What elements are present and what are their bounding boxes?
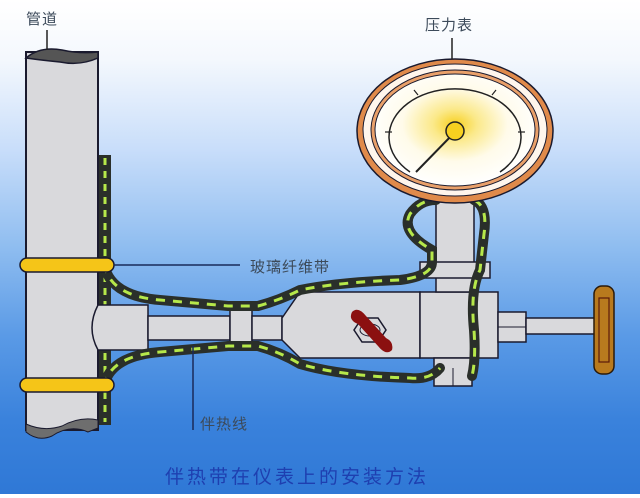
- gauge-needle: [415, 131, 456, 173]
- branch-pipe: [147, 315, 231, 341]
- pipe-bottom-cut: [25, 418, 99, 439]
- valve-body: [281, 291, 499, 387]
- gauge-stem: [419, 195, 491, 293]
- pipe-top-cut: [24, 48, 99, 65]
- fiberglass-tape-label: 玻璃纤维带: [250, 258, 331, 276]
- pressure-gauge: [356, 58, 554, 204]
- lower-band: [19, 377, 115, 393]
- heat-tracing-cable-vertical: [99, 155, 111, 425]
- gauge-clamp: [419, 261, 491, 279]
- gauge-hub: [445, 121, 465, 141]
- pipe-label: 管道: [26, 10, 59, 28]
- valve-handle: [497, 285, 615, 375]
- branch-tee: [91, 304, 283, 351]
- heat-tracing-cable-label: 伴热线: [200, 415, 249, 433]
- upper-band: [19, 257, 115, 273]
- pipe: [24, 48, 99, 439]
- heat-tracing-cable: [99, 195, 490, 391]
- diagram-caption: 伴热带在仪表上的安装方法: [165, 466, 430, 488]
- pressure-gauge-label: 压力表: [425, 16, 474, 34]
- t-handle[interactable]: [593, 285, 615, 375]
- gauge-scale-arc: [388, 88, 522, 173]
- valve-stem-indicator: [350, 309, 393, 353]
